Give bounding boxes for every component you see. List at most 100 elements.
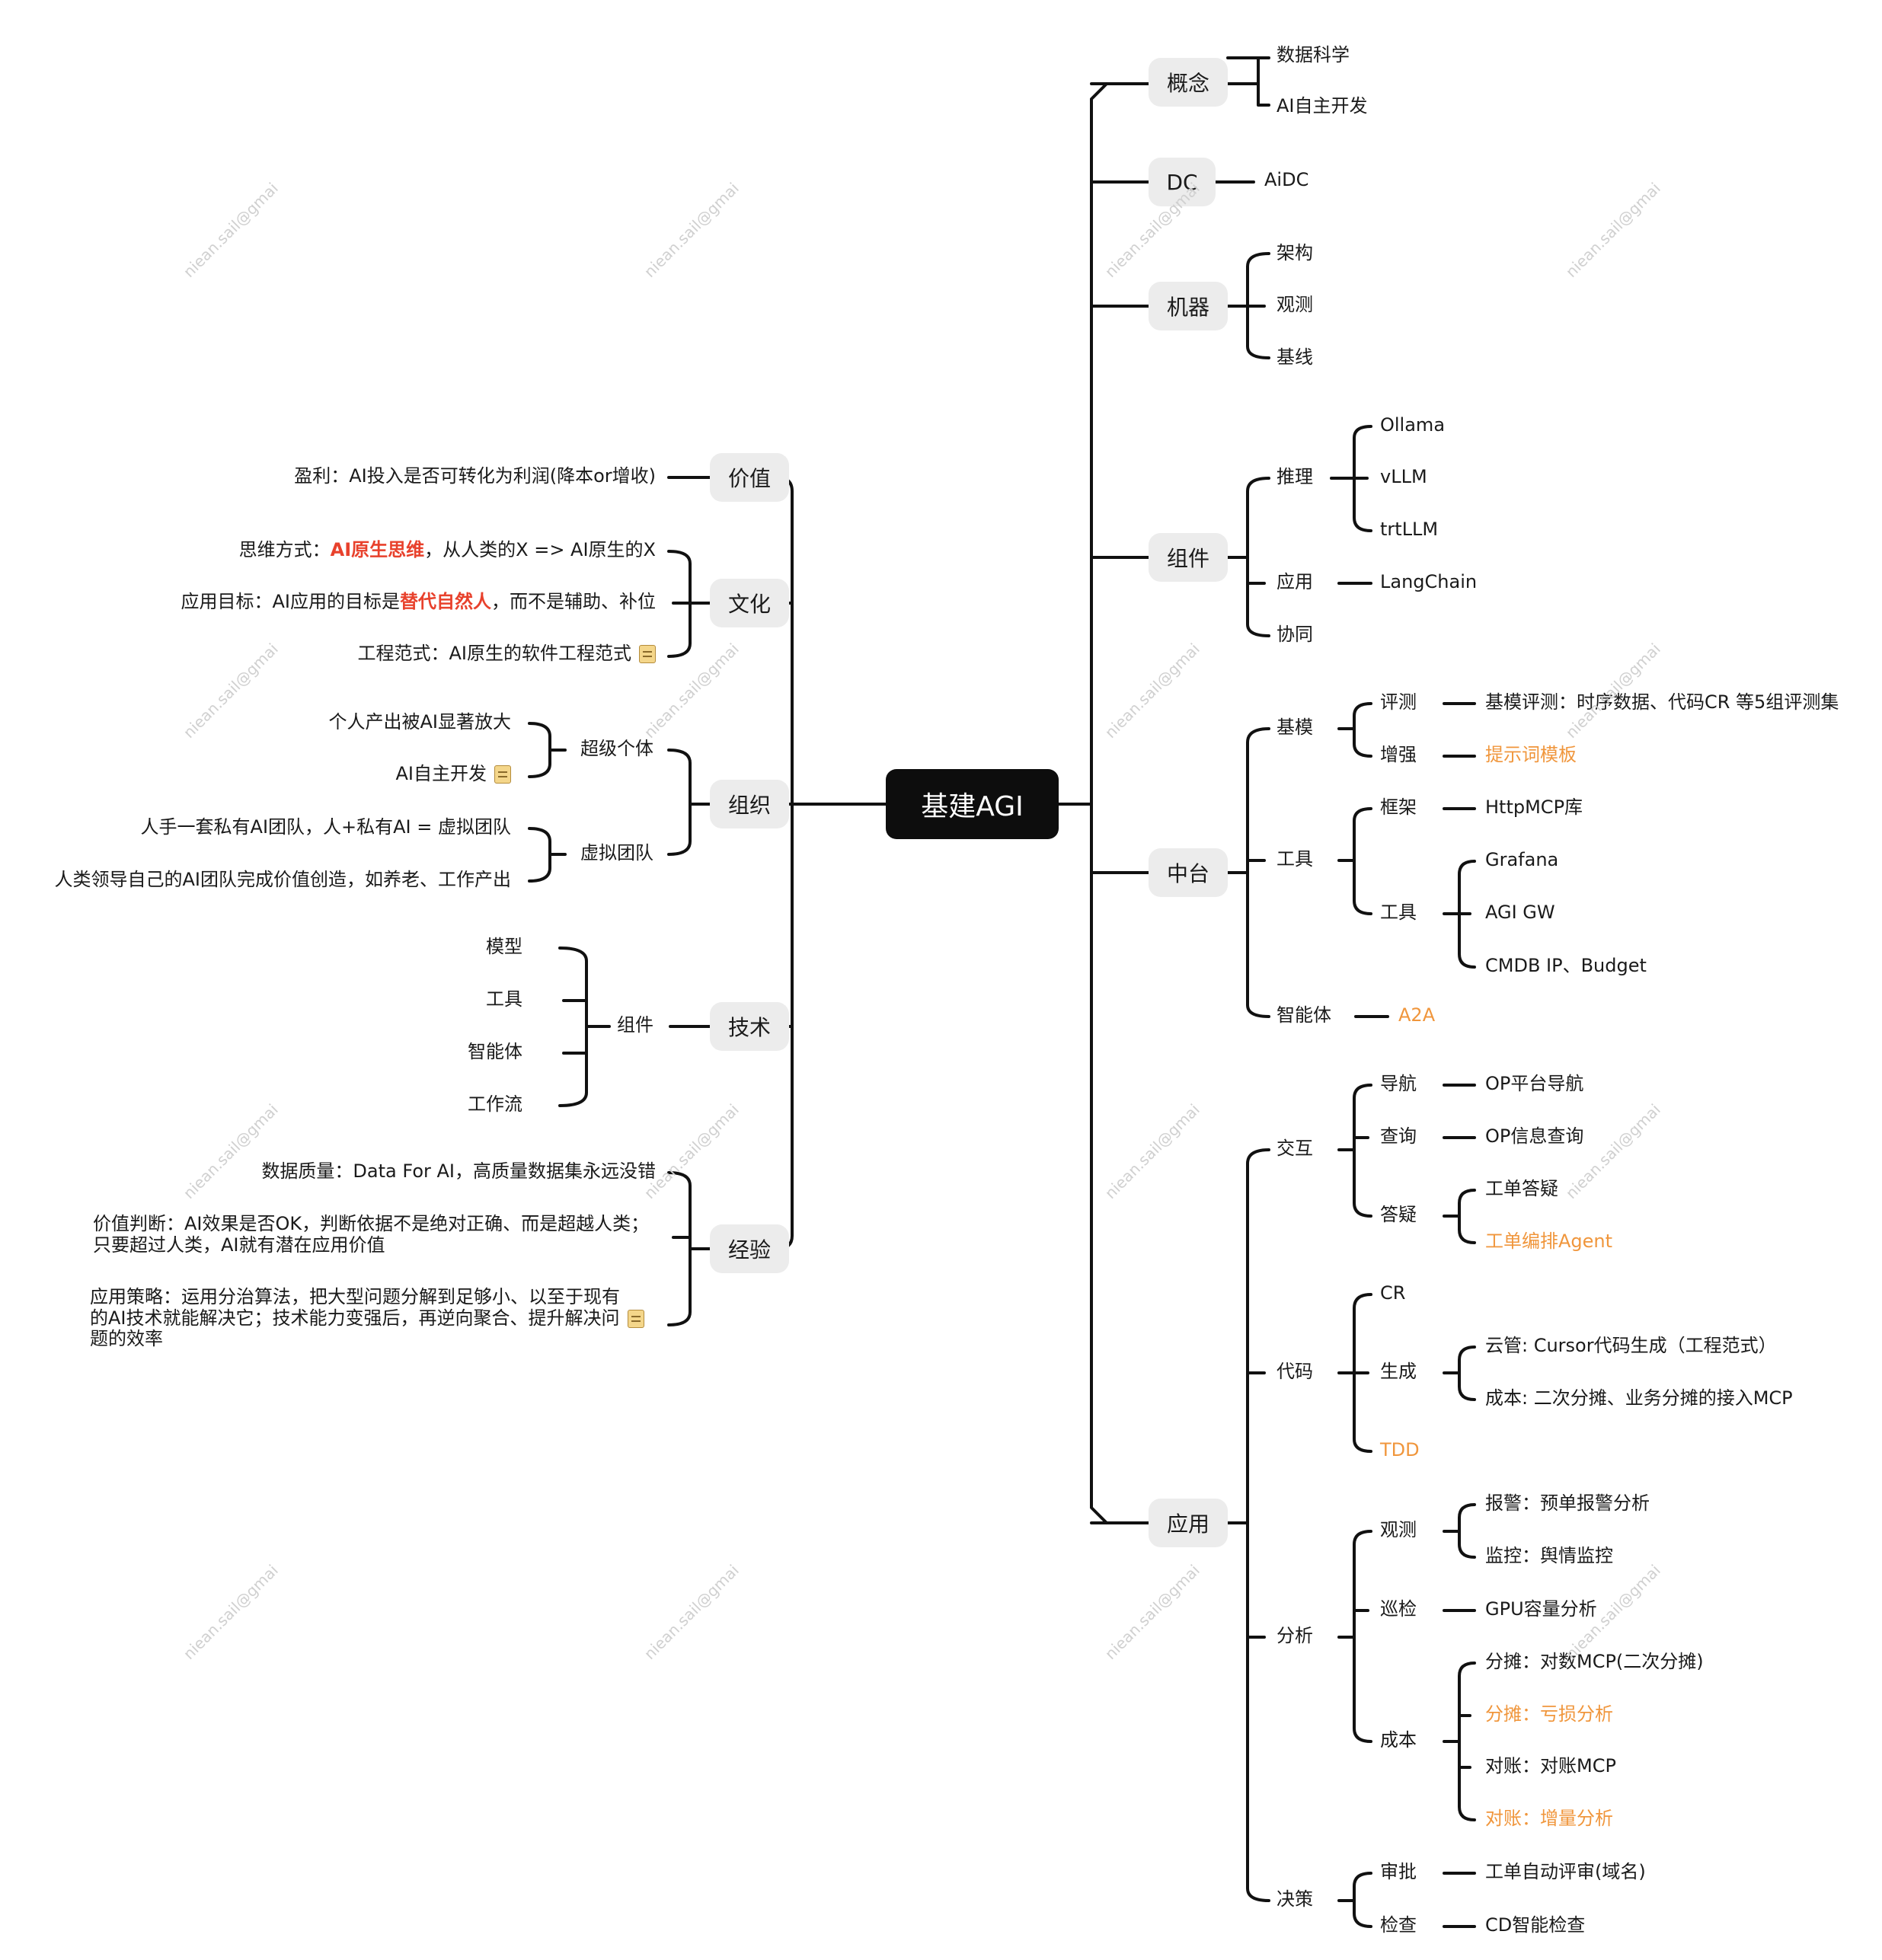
leaf-text[interactable]: CR (1380, 1282, 1406, 1304)
thinking-prefix: 思维方式： (238, 539, 331, 560)
thinking-suffix: ，从人类的X => AI原生的X (424, 539, 656, 560)
node-agent[interactable]: 智能体 (1277, 1004, 1331, 1026)
root-node[interactable]: 基建AGI (886, 769, 1059, 839)
leaf-text[interactable]: 工单答疑 (1485, 1178, 1558, 1199)
node-enhance[interactable]: 增强 (1380, 744, 1417, 765)
node-eval[interactable]: 评测 (1380, 691, 1417, 713)
leaf-text[interactable]: 工作流 (468, 1093, 522, 1115)
experience-strategy[interactable]: 应用策略：运用分治算法，把大型问题分解到足够小、以至于现有 的AI技术就能解决它… (90, 1286, 644, 1350)
note-icon[interactable] (494, 765, 511, 784)
node-qa[interactable]: 答疑 (1380, 1204, 1417, 1225)
leaf-text[interactable]: 模型 (486, 936, 522, 957)
leaf-text[interactable]: 架构 (1277, 242, 1313, 263)
node-code[interactable]: 代码 (1277, 1361, 1313, 1382)
leaf-text[interactable]: 智能体 (468, 1041, 522, 1062)
experience-judge[interactable]: 价值判断：AI效果是否OK，判断依据不是绝对正确、而是超越人类； 只要超过人类，… (93, 1213, 650, 1256)
node-virtual-team[interactable]: 虚拟团队 (580, 842, 653, 863)
culture-thinking[interactable]: 思维方式：AI原生思维，从人类的X => AI原生的X (239, 541, 656, 559)
node-collab[interactable]: 协同 (1277, 624, 1313, 645)
node-platform[interactable]: 中台 (1149, 848, 1228, 897)
leaf-text[interactable]: 成本: 二次分摊、业务分摊的接入MCP (1485, 1387, 1793, 1409)
node-machine[interactable]: 机器 (1149, 282, 1228, 330)
leaf-text[interactable]: 盈利：AI投入是否可转化为利润(降本or增收) (294, 465, 656, 487)
leaf-text[interactable]: 工单自动评审(域名) (1485, 1861, 1646, 1882)
note-icon[interactable] (639, 645, 656, 663)
judge-line: 价值判断：AI效果是否OK，判断依据不是绝对正确、而是超越人类； (93, 1213, 650, 1234)
leaf-text[interactable]: 个人产出被AI显著放大 (328, 711, 512, 733)
leaf-text[interactable]: OP平台导航 (1485, 1073, 1584, 1094)
node-tools[interactable]: 工具 (1277, 848, 1313, 870)
engineering-text: 工程范式：AI原生的软件工程范式 (357, 643, 632, 664)
node-component[interactable]: 组件 (1149, 533, 1228, 582)
node-infer[interactable]: 推理 (1277, 466, 1313, 487)
node-super-individual[interactable]: 超级个体 (580, 738, 653, 759)
leaf-with-note[interactable]: AI自主开发 (395, 763, 511, 784)
node-approve[interactable]: 审批 (1380, 1861, 1417, 1882)
leaf-text[interactable]: 基线 (1277, 346, 1313, 368)
node-analysis[interactable]: 分析 (1277, 1625, 1313, 1646)
leaf-text[interactable]: 分摊：对数MCP(二次分摊) (1485, 1651, 1704, 1672)
leaf-text[interactable]: AI自主开发 (1277, 95, 1368, 117)
node-experience[interactable]: 经验 (710, 1224, 789, 1273)
leaf-text[interactable]: trtLLM (1380, 519, 1439, 540)
leaf-text[interactable]: AGI GW (1485, 902, 1555, 923)
super-text: AI自主开发 (395, 763, 487, 784)
culture-engineering[interactable]: 工程范式：AI原生的软件工程范式 (357, 643, 656, 664)
node-gen[interactable]: 生成 (1380, 1361, 1417, 1382)
culture-goal[interactable]: 应用目标：AI应用的目标是替代自然人，而不是辅助、补位 (181, 592, 657, 611)
strategy-line: 应用策略：运用分治算法，把大型问题分解到足够小、以至于现有 (90, 1286, 620, 1307)
leaf-text[interactable]: A2A (1398, 1004, 1436, 1026)
node-tech-component[interactable]: 组件 (617, 1014, 653, 1036)
node-inspect[interactable]: 巡检 (1380, 1598, 1417, 1620)
node-nav[interactable]: 导航 (1380, 1073, 1417, 1094)
leaf-text[interactable]: AiDC (1264, 169, 1309, 190)
node-query[interactable]: 查询 (1380, 1125, 1417, 1147)
leaf-text[interactable]: 人类领导自己的AI团队完成价值创造，如养老、工作产出 (54, 869, 512, 890)
leaf-text[interactable]: 人手一套私有AI团队，人+私有AI = 虚拟团队 (140, 816, 511, 838)
leaf-text[interactable]: 数据科学 (1277, 44, 1350, 65)
strategy-line: 题的效率 (90, 1328, 163, 1350)
leaf-text[interactable]: 监控：舆情监控 (1485, 1545, 1613, 1566)
leaf-text[interactable]: 对账：对账MCP (1485, 1755, 1616, 1776)
leaf-text[interactable]: 工具 (486, 988, 522, 1010)
goal-prefix: 应用目标：AI应用的目标是 (181, 591, 401, 612)
leaf-text[interactable]: Ollama (1380, 414, 1446, 436)
leaf-text[interactable]: vLLM (1380, 466, 1427, 487)
leaf-text[interactable]: 提示词模板 (1485, 744, 1577, 765)
note-icon[interactable] (627, 1309, 644, 1328)
leaf-text[interactable]: 观测 (1277, 294, 1313, 315)
leaf-text[interactable]: 云管: Cursor代码生成（工程范式） (1485, 1335, 1777, 1356)
node-cost[interactable]: 成本 (1380, 1729, 1417, 1751)
leaf-text[interactable]: GPU容量分析 (1485, 1598, 1597, 1620)
node-org[interactable]: 组织 (710, 780, 789, 828)
leaf-text[interactable]: 数据质量：Data For AI，高质量数据集永远没错 (261, 1160, 656, 1182)
leaf-text[interactable]: CD智能检查 (1485, 1914, 1586, 1936)
leaf-text[interactable]: 对账：增量分析 (1485, 1808, 1613, 1829)
leaf-text[interactable]: LangChain (1380, 571, 1478, 592)
leaf-text[interactable]: OP信息查询 (1485, 1125, 1584, 1147)
leaf-text[interactable]: Grafana (1485, 849, 1559, 870)
leaf-text[interactable]: HttpMCP库 (1485, 796, 1583, 818)
node-interact[interactable]: 交互 (1277, 1138, 1313, 1159)
node-dc[interactable]: DC (1149, 158, 1216, 206)
node-base-model[interactable]: 基模 (1277, 717, 1313, 738)
leaf-text[interactable]: 分摊：亏损分析 (1485, 1703, 1613, 1725)
leaf-text[interactable]: 基模评测：时序数据、代码CR 等5组评测集 (1485, 691, 1839, 713)
node-culture[interactable]: 文化 (710, 579, 789, 627)
node-observe[interactable]: 观测 (1380, 1519, 1417, 1540)
node-framework[interactable]: 框架 (1380, 796, 1417, 818)
node-tool[interactable]: 工具 (1380, 902, 1417, 923)
goal-suffix: ，而不是辅助、补位 (491, 591, 656, 612)
node-decision[interactable]: 决策 (1277, 1888, 1313, 1910)
leaf-text[interactable]: CMDB IP、Budget (1485, 955, 1647, 976)
leaf-text[interactable]: 报警：预单报警分析 (1485, 1492, 1650, 1514)
leaf-text[interactable]: 工单编排Agent (1485, 1231, 1613, 1252)
node-application[interactable]: 应用 (1149, 1499, 1228, 1547)
node-check[interactable]: 检查 (1380, 1914, 1417, 1936)
node-app[interactable]: 应用 (1277, 571, 1313, 592)
leaf-text[interactable]: TDD (1380, 1439, 1420, 1460)
node-concept[interactable]: 概念 (1149, 58, 1228, 107)
node-tech[interactable]: 技术 (710, 1002, 789, 1051)
node-value[interactable]: 价值 (710, 453, 789, 502)
